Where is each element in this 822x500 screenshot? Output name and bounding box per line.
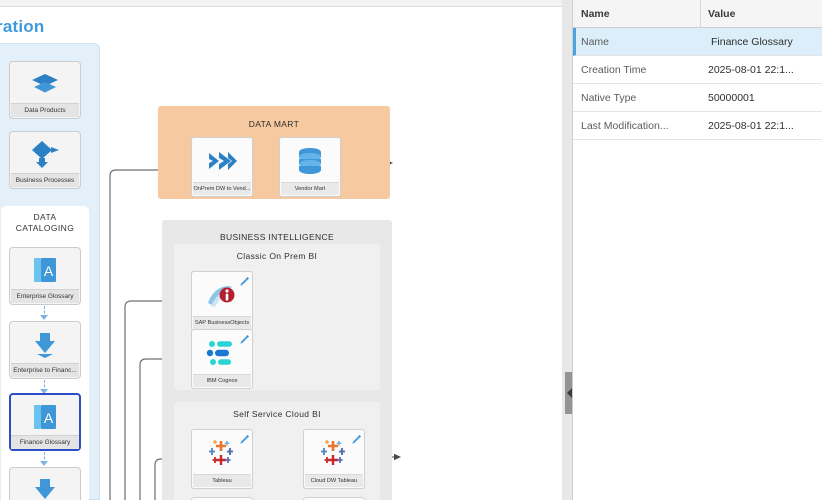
subgroup-title: Classic On Prem BI	[236, 251, 318, 261]
palette-connector-arrow-2	[40, 389, 48, 394]
table-row[interactable]: Last Modification... 2025-08-01 22:1...	[573, 112, 822, 140]
group-title: BUSINESS INTELLIGENCE	[219, 232, 335, 242]
ibm-cognos-icon	[192, 336, 252, 370]
plug-icon	[239, 332, 250, 344]
node-cloud-dw-tableau[interactable]: Cloud DW Tableau	[303, 429, 365, 489]
glossary-book-icon: A	[10, 253, 80, 287]
palette-item-label: Data Products	[11, 103, 79, 117]
table-row[interactable]: Native Type 50000001	[573, 84, 822, 112]
column-header-value[interactable]: Value	[708, 7, 736, 20]
palette-item-business-processes[interactable]: Business Processes	[9, 131, 81, 189]
properties-panel: Name Value Name Finance Glossary Creatio…	[572, 0, 822, 500]
down-arrow-icon	[10, 327, 80, 361]
sap-businessobjects-icon	[192, 278, 252, 312]
node-onprem-dw-to-vendor[interactable]: OnPrem DW to Vend...	[191, 137, 253, 197]
palette-connector-3	[44, 452, 45, 464]
palette-item-label: Enterprise Glossary	[11, 289, 79, 303]
node-label: OnPrem DW to Vend...	[193, 182, 251, 195]
svg-text:A: A	[44, 263, 54, 279]
glossary-book-icon: A	[11, 400, 79, 434]
node-label: Cloud DW Tableau	[305, 474, 363, 487]
group-title: DATA MART	[248, 119, 300, 129]
node-partial-left[interactable]	[191, 497, 253, 500]
palette-item-data-products[interactable]: Data Products	[9, 61, 81, 119]
palette-group-title-line2: CATALOGING	[15, 223, 75, 233]
node-label: SAP BusinessObjects	[193, 316, 251, 329]
property-value: Finance Glossary	[711, 35, 793, 48]
collapse-left-arrow-icon[interactable]	[567, 388, 572, 398]
diagram-canvas[interactable]: DATA MART OnPrem DW to Vend...	[100, 8, 570, 500]
node-tableau[interactable]: Tableau	[191, 429, 253, 489]
palette-connector-1	[44, 306, 45, 318]
layers-icon	[10, 67, 80, 101]
palette-item-enterprise-glossary[interactable]: A Enterprise Glossary	[9, 247, 81, 305]
node-sap-businessobjects[interactable]: SAP BusinessObjects	[191, 271, 253, 331]
tableau-icon	[192, 436, 252, 470]
node-label: Tableau	[193, 474, 251, 487]
property-name: Native Type	[581, 91, 637, 104]
tableau-icon	[304, 436, 364, 470]
property-name: Creation Time	[581, 63, 647, 76]
palette-item-enterprise-to-finance[interactable]: Enterprise to Financ...	[9, 321, 81, 379]
property-value: 50000001	[708, 91, 755, 104]
node-partial-right[interactable]	[303, 497, 365, 500]
top-toolbar-strip	[0, 0, 570, 7]
palette-group-title: DATA CATALOGING	[1, 212, 89, 234]
svg-text:A: A	[44, 410, 54, 426]
page-title: ration	[0, 17, 45, 36]
node-label: Vendor Mart	[281, 182, 339, 195]
palette-item-label: Business Processes	[11, 173, 79, 187]
node-ibm-cognos[interactable]: IBM Cognos	[191, 329, 253, 389]
column-header-name[interactable]: Name	[573, 0, 701, 28]
table-row[interactable]: Name Finance Glossary	[573, 28, 822, 56]
subgroup-title: Self Service Cloud BI	[233, 409, 321, 419]
double-chevron-icon	[192, 144, 252, 178]
process-diamond-icon	[10, 137, 80, 171]
palette-connector-arrow-1	[40, 315, 48, 320]
palette-item-partial[interactable]	[9, 467, 81, 500]
properties-header-row: Name Value	[573, 0, 822, 28]
palette-panel: Data Products Business Processes DATA CA	[0, 43, 100, 500]
down-arrow-icon	[10, 473, 80, 500]
palette-item-label: Finance Glossary	[11, 435, 79, 449]
plug-icon	[239, 274, 250, 286]
property-value: 2025-08-01 22:1...	[708, 119, 794, 132]
node-vendor-mart[interactable]: Vendor Mart	[279, 137, 341, 197]
plug-icon	[351, 432, 362, 444]
palette-item-label: Enterprise to Financ...	[11, 363, 79, 377]
palette-group-title-line1: DATA	[33, 212, 57, 222]
palette-connector-2	[44, 380, 45, 392]
database-icon	[280, 144, 340, 178]
palette-connector-arrow-3	[40, 461, 48, 466]
plug-icon	[239, 432, 250, 444]
property-value: 2025-08-01 22:1...	[708, 63, 794, 76]
table-row[interactable]: Creation Time 2025-08-01 22:1...	[573, 56, 822, 84]
node-label: IBM Cognos	[193, 374, 251, 387]
panel-splitter[interactable]	[562, 0, 572, 500]
property-name: Name	[581, 35, 610, 48]
palette-item-finance-glossary[interactable]: A Finance Glossary	[9, 393, 81, 451]
property-name: Last Modification...	[581, 119, 669, 132]
